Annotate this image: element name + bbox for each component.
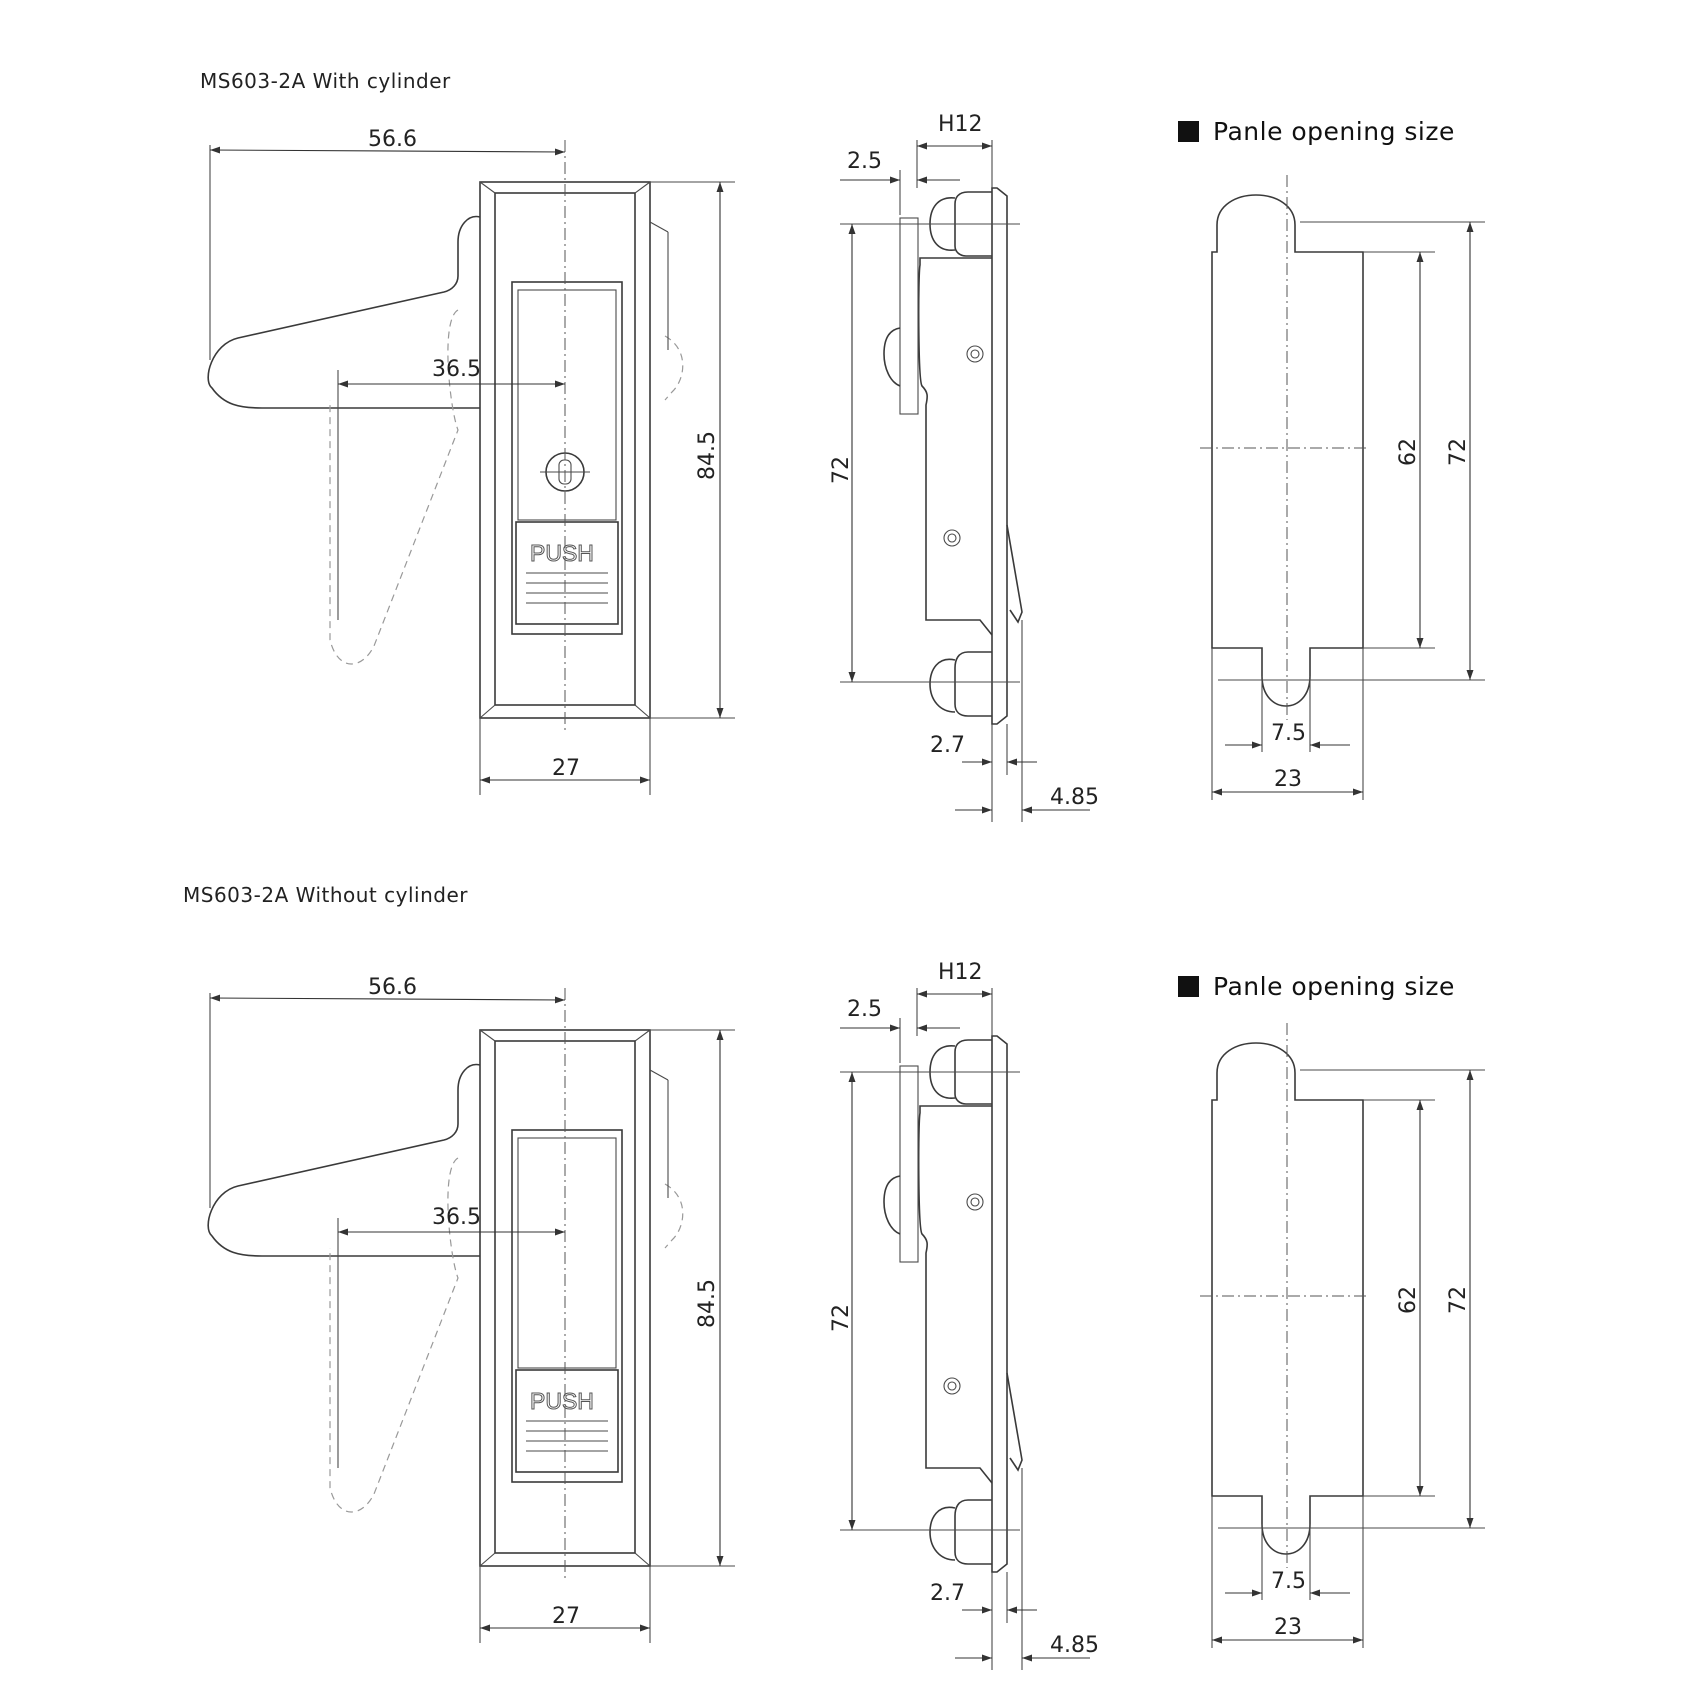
dim-23: 23 (1274, 1615, 1302, 1640)
side-view: H12 2.5 72 2.7 4.85 (829, 960, 1099, 1670)
lever-pocket (511, 281, 623, 635)
side-latch (1006, 1372, 1023, 1472)
dim-72-side: 72 (829, 1304, 854, 1332)
dim-7-5: 7.5 (1271, 721, 1306, 746)
side-rivet-bottom (929, 1499, 992, 1565)
dim-84-5: 84.5 (695, 1279, 720, 1328)
header-square-icon (1178, 976, 1199, 997)
section-title: MS603-2A With cylinder (200, 69, 451, 93)
dim-h12: H12 (938, 112, 983, 137)
dim-72-opening: 72 (1446, 1286, 1471, 1314)
side-rivet-bottom (929, 651, 992, 717)
push-button: PUSH (515, 1369, 619, 1473)
push-label: PUSH (530, 540, 594, 566)
side-front-plate (991, 1035, 1008, 1573)
header-square-icon (1178, 121, 1199, 142)
dim-27: 27 (552, 1604, 580, 1629)
dim-7-5: 7.5 (1271, 1569, 1306, 1594)
side-panel-plate (899, 1065, 919, 1263)
push-button: PUSH (515, 521, 619, 625)
dim-2-7: 2.7 (930, 733, 965, 758)
panel-opening-view: Panle opening size 62 72 7.5 23 (1178, 117, 1485, 800)
lever-pocket (511, 1129, 623, 1483)
section-title: MS603-2A Without cylinder (183, 883, 468, 907)
opening-header: Panle opening size (1213, 117, 1455, 146)
side-latch (1006, 524, 1023, 624)
handle-open-dashed-tip (664, 335, 684, 401)
opening-outline (1211, 1042, 1364, 1555)
dim-72-side: 72 (829, 456, 854, 484)
dim-56-6: 56.6 (368, 975, 417, 1000)
lever-face (517, 1137, 617, 1369)
side-rivet-mid (883, 1175, 901, 1235)
front-view: PUSH 56.6 36.5 84.5 2 (207, 127, 735, 795)
dim-56-6: 56.6 (368, 127, 417, 152)
section-without-cylinder: MS603-2A Without cylinder PUSH (183, 883, 1485, 1670)
lever-face (517, 289, 617, 521)
dim-84-5: 84.5 (695, 431, 720, 480)
dim-2-5: 2.5 (847, 997, 882, 1022)
dim-23: 23 (1274, 767, 1302, 792)
dim-2-7: 2.7 (930, 1581, 965, 1606)
side-body (917, 1105, 993, 1484)
opening-header: Panle opening size (1213, 972, 1455, 1001)
dim-72-opening: 72 (1446, 438, 1471, 466)
dim-62: 62 (1396, 1286, 1421, 1314)
dim-27: 27 (552, 756, 580, 781)
dim-36-5: 36.5 (432, 357, 481, 382)
side-view: H12 2.5 72 2.7 4.85 (829, 112, 1099, 822)
dim-36-5: 36.5 (432, 1205, 481, 1230)
push-label: PUSH (530, 1388, 594, 1414)
handle-outline (207, 215, 481, 409)
side-front-plate (991, 187, 1008, 725)
handle-outline (207, 1063, 481, 1257)
dim-2-5: 2.5 (847, 149, 882, 174)
dim-4-85: 4.85 (1050, 1633, 1099, 1658)
dim-4-85: 4.85 (1050, 785, 1099, 810)
dim-h12: H12 (938, 960, 983, 985)
front-view: PUSH 56.6 36.5 84.5 (207, 975, 735, 1643)
handle-open-dashed-tip (664, 1183, 684, 1249)
side-panel-plate (899, 217, 919, 415)
side-body (917, 257, 993, 636)
dim-62: 62 (1396, 438, 1421, 466)
section-with-cylinder: MS603-2A With cylinder (200, 69, 1485, 822)
panel-opening-view: Panle opening size 62 72 7.5 (1178, 972, 1485, 1648)
side-rivet-mid (883, 327, 901, 387)
opening-outline (1211, 194, 1364, 707)
